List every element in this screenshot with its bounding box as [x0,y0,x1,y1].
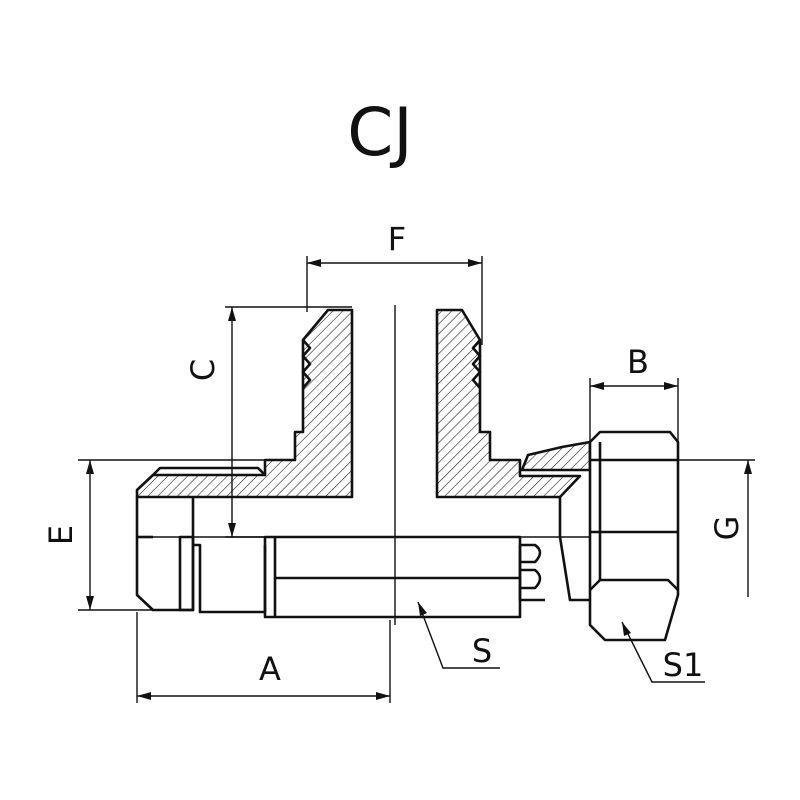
label-s1: S1 [663,646,704,684]
drawing-title: CJ [347,94,413,171]
upper-thread-right [471,339,482,389]
swivel-stem [558,497,590,602]
dim-g-arrow [744,460,752,474]
seal-bumps [518,543,545,602]
label-c: C [184,359,222,381]
upper-thread-left [301,339,312,389]
left-thread-relief [178,535,195,612]
label-b: B [627,343,649,381]
leader-s [417,601,500,669]
label-s: S [472,632,492,670]
label-a: A [259,650,281,688]
swivel-lip-section [520,440,592,472]
left-male-end [135,497,195,612]
swivel-nut [588,430,680,642]
dimensions [78,256,755,703]
swivel-nut-outline [588,430,680,642]
label-g: G [708,516,746,541]
label-e: E [42,525,80,545]
leader-s1-arrow [622,622,631,636]
left-thread-crest [152,466,266,476]
leader-s1 [621,621,705,683]
right-wall-section [435,308,582,499]
nut-hex-flat [589,578,679,591]
left-neck [193,543,267,614]
label-f: F [388,220,406,258]
body-lower-view [135,497,590,619]
body-upper-section [135,308,592,499]
leader-s-arrow [418,602,427,616]
